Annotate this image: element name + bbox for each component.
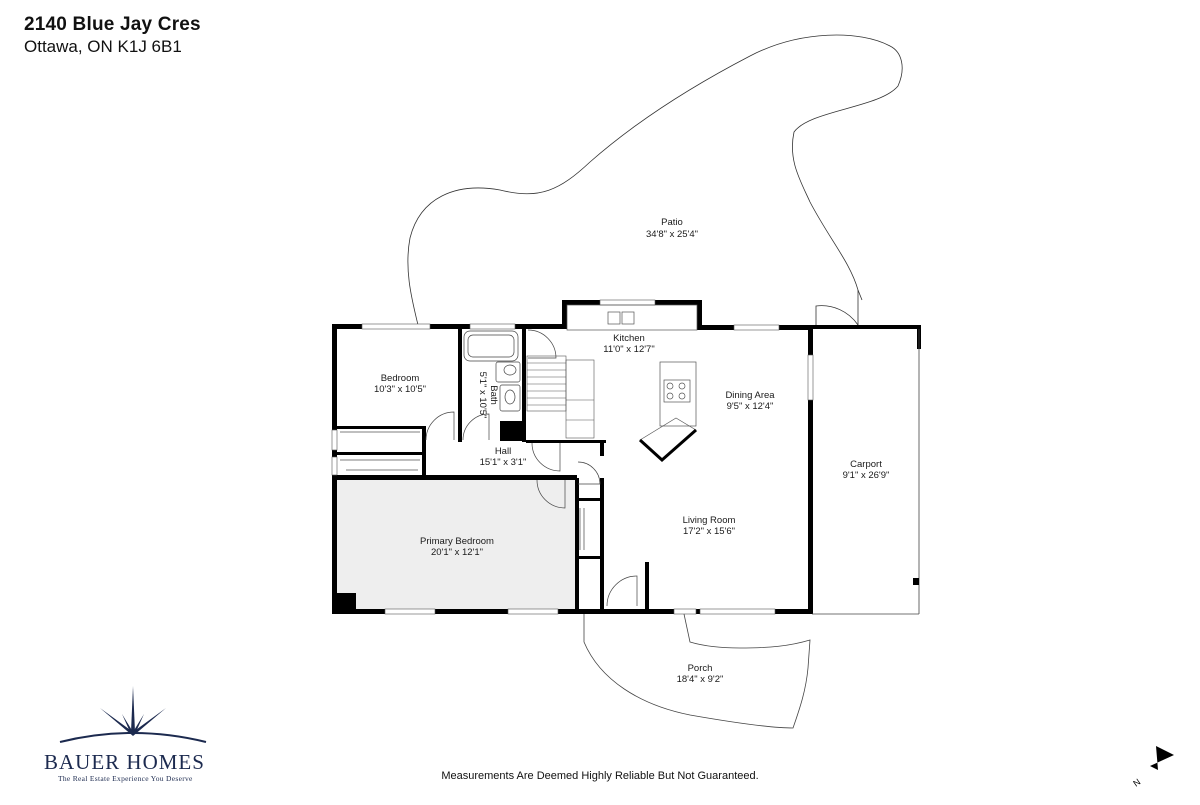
address-city: Ottawa, ON K1J 6B1: [24, 37, 182, 56]
room-label-dining: Dining Area 9'5" x 12'4": [725, 390, 775, 412]
patio-dims: 34'8" x 25'4": [646, 229, 698, 240]
room-label-porch: Porch 18'4" x 9'2": [677, 663, 724, 685]
carport-outline: [812, 329, 920, 615]
room-label-bath: Bath 5'1" x 10'5": [477, 372, 499, 419]
compass-label: N: [1131, 777, 1142, 789]
compass: N: [1131, 746, 1174, 789]
carport-post: [913, 578, 919, 585]
primary-name: Primary Bedroom: [420, 536, 494, 547]
room-label-patio: Patio 34'8" x 25'4": [646, 217, 698, 240]
carport-dims: 9'1" x 26'9": [843, 470, 890, 481]
bath-name: Bath: [488, 385, 499, 405]
north-arrow-icon: [1150, 746, 1174, 770]
room-label-living: Living Room 17'2" x 15'6": [683, 515, 736, 537]
primary-dims: 20'1" x 12'1": [431, 547, 483, 558]
brand-name: BAUER HOMES: [44, 750, 205, 774]
windows: [331, 299, 814, 615]
patio-name: Patio: [661, 217, 683, 228]
porch-outline: [583, 613, 811, 729]
kitchen-peninsula-wall: [638, 428, 697, 463]
address-block: 2140 Blue Jay Cres Ottawa, ON K1J 6B1: [24, 14, 201, 57]
patio-outline: [407, 34, 903, 326]
bath-fixtures: [463, 330, 521, 412]
kitchen-counters: [566, 304, 698, 461]
kitchen-name: Kitchen: [613, 333, 645, 344]
hall-dims: 15'1" x 3'1": [480, 457, 527, 468]
star-burst-icon: [59, 686, 207, 743]
disclaimer: Measurements Are Deemed Highly Reliable …: [441, 770, 759, 782]
bath-dims: 5'1" x 10'5": [477, 372, 488, 419]
living-dims: 17'2" x 15'6": [683, 526, 735, 537]
hall-name: Hall: [495, 446, 511, 457]
carport-name: Carport: [850, 459, 882, 470]
brand-logo: BAUER HOMES The Real Estate Experience Y…: [40, 684, 230, 783]
dining-dims: 9'5" x 12'4": [727, 401, 774, 412]
room-label-kitchen: Kitchen 11'0" x 12'7": [603, 333, 654, 355]
room-label-bedroom: Bedroom 10'3" x 10'5": [374, 373, 426, 395]
dining-name: Dining Area: [725, 390, 775, 401]
room-label-hall: Hall 15'1" x 3'1": [480, 446, 527, 468]
porch-dims: 18'4" x 9'2": [677, 674, 724, 685]
porch-name: Porch: [688, 663, 713, 674]
kitchen-dims: 11'0" x 12'7": [603, 344, 654, 355]
room-label-primary: Primary Bedroom 20'1" x 12'1": [420, 536, 494, 558]
address-street: 2140 Blue Jay Cres: [24, 14, 201, 35]
interior-walls: [337, 327, 649, 610]
living-name: Living Room: [683, 515, 736, 526]
room-label-carport: Carport 9'1" x 26'9": [843, 459, 890, 481]
primary-bedroom-floor: [336, 479, 576, 610]
bedroom-name: Bedroom: [381, 373, 420, 384]
patio-door-swing: [815, 305, 859, 326]
closets: [340, 431, 420, 471]
brand-tagline: The Real Estate Experience You Deserve: [58, 774, 193, 783]
stairs: [526, 355, 595, 439]
door-swings: [425, 329, 638, 607]
bedroom-dims: 10'3" x 10'5": [374, 384, 426, 395]
